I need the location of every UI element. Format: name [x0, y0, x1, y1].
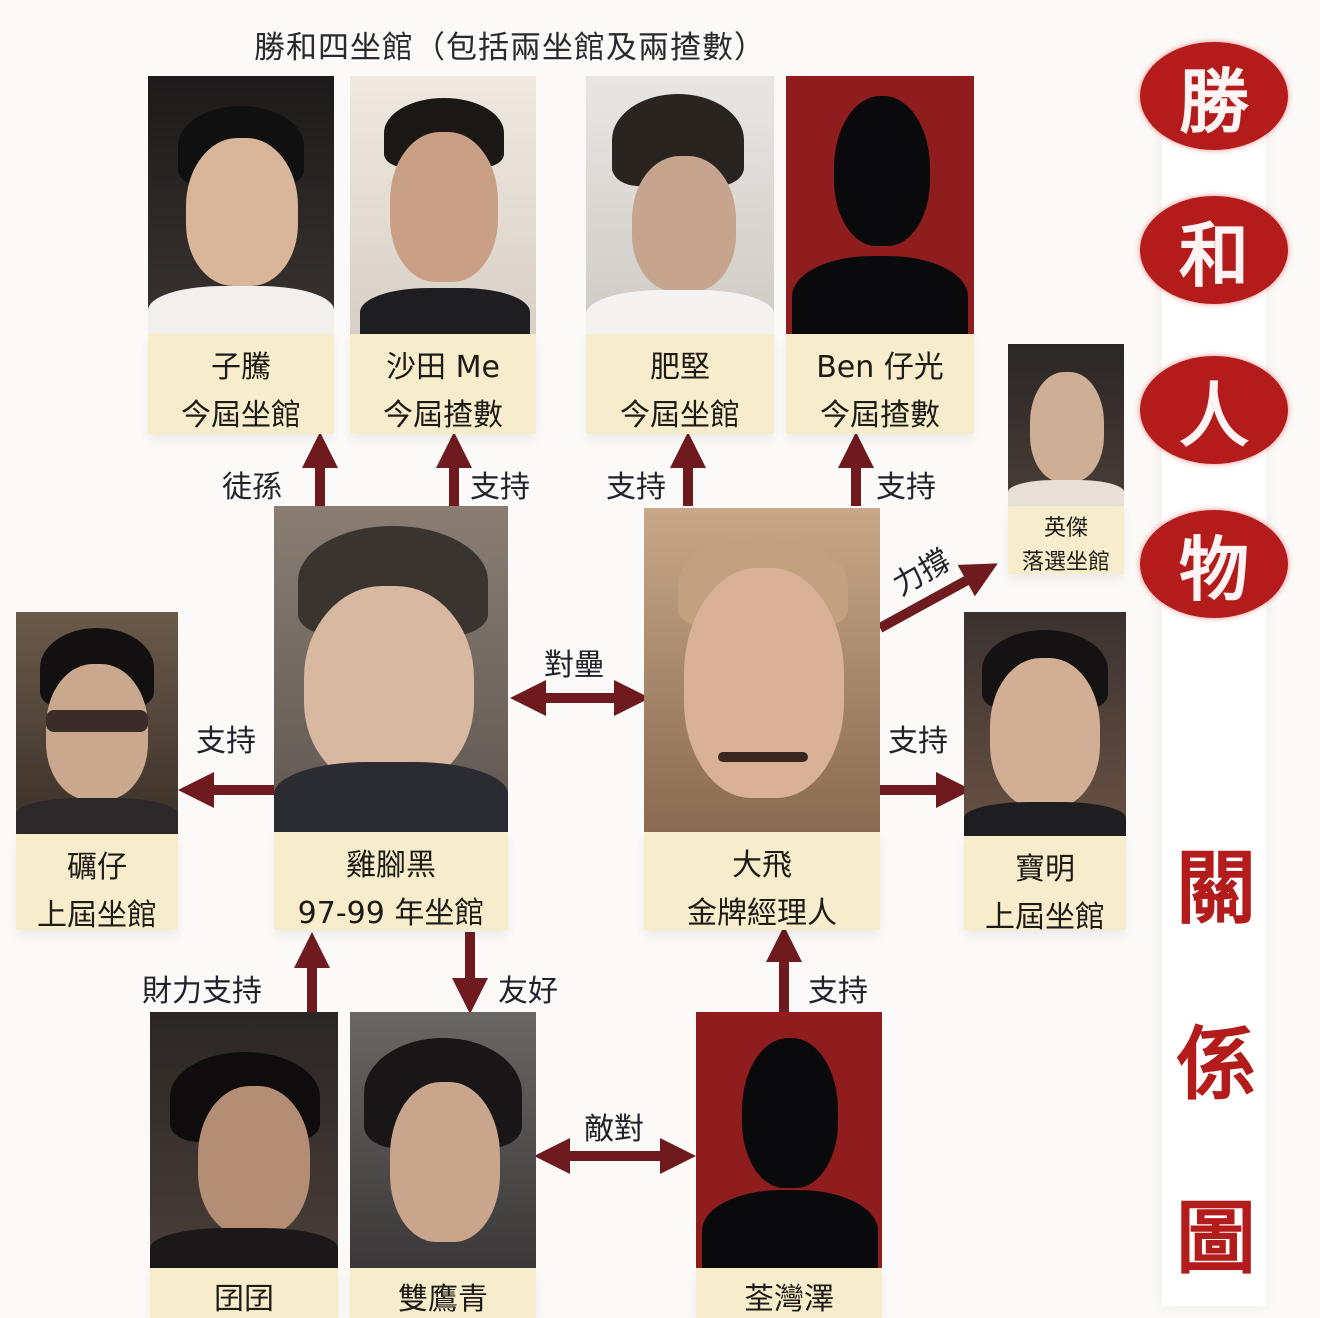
- banner-char-7: 圖: [1176, 1192, 1256, 1285]
- person-name: 子騰: [211, 350, 271, 385]
- portrait-photo: [586, 76, 774, 334]
- person-role: 落選坐館: [1021, 550, 1110, 575]
- banner-seal-4: 物: [1140, 510, 1288, 618]
- banner-seal-2: 和: [1140, 196, 1288, 304]
- relation-label-support: 支持: [888, 724, 948, 759]
- person-card-seung-ying-ching[interactable]: 雙鷹青: [350, 1012, 536, 1318]
- banner-seal-1: 勝: [1140, 42, 1288, 150]
- relation-label-support: 支持: [470, 470, 530, 505]
- portrait-photo: [350, 1012, 536, 1268]
- relation-label-hostile: 敵對: [584, 1112, 644, 1147]
- person-card-tuen-tuen[interactable]: 囝囝: [150, 1012, 338, 1318]
- person-card-tai-fei[interactable]: 大飛 金牌經理人: [644, 508, 880, 931]
- person-role: 上屆坐館: [985, 900, 1105, 935]
- relation-label-support: 支持: [808, 974, 868, 1009]
- person-card-shatin-me[interactable]: 沙田 Me 今屆揸數: [350, 76, 536, 434]
- relation-label-rivalry: 對壘: [544, 648, 604, 683]
- person-role: 97-99 年坐館: [297, 896, 485, 931]
- person-card-tsuen-wan-chak[interactable]: 荃灣澤: [696, 1012, 882, 1318]
- person-name: 肥堅: [650, 350, 710, 385]
- person-name: Ben 仔光: [816, 350, 944, 385]
- person-name: 礪仔: [67, 850, 127, 885]
- relation-label-support: 支持: [876, 470, 936, 505]
- person-role: 今屆揸數: [820, 398, 940, 433]
- person-card-ying-kit[interactable]: 英傑 落選坐館: [1008, 344, 1124, 575]
- person-role: 金牌經理人: [687, 896, 837, 931]
- person-name: 沙田 Me: [386, 350, 500, 385]
- relation-label-support: 支持: [196, 724, 256, 759]
- person-name: 雙鷹青: [398, 1282, 488, 1317]
- person-name: 大飛: [732, 848, 792, 883]
- person-name: 囝囝: [214, 1282, 274, 1317]
- person-name: 雞腳黑: [346, 848, 436, 883]
- portrait-photo: [644, 508, 880, 832]
- person-name: 寶明: [1015, 852, 1075, 887]
- mustache-icon: [718, 752, 808, 762]
- title-banner: [1162, 120, 1266, 1306]
- portrait-photo: [274, 506, 508, 832]
- banner-seal-3: 人: [1140, 356, 1288, 464]
- person-name: 荃灣澤: [744, 1282, 834, 1317]
- glasses-icon: [46, 710, 148, 732]
- relation-label-financial-support: 財力支持: [142, 974, 262, 1009]
- banner-char-5: 關: [1176, 842, 1256, 935]
- anonymous-silhouette: [786, 76, 974, 334]
- person-card-po-ming[interactable]: 寶明 上屆坐館: [964, 612, 1126, 935]
- person-role: 上屆坐館: [37, 898, 157, 933]
- person-card-zi-teng[interactable]: 子騰 今屆坐館: [148, 76, 334, 434]
- portrait-photo: [350, 76, 536, 334]
- portrait-photo: [964, 612, 1126, 836]
- person-card-kai-keuk-hak[interactable]: 雞腳黑 97-99 年坐館: [274, 506, 508, 931]
- diagram-title: 勝和四坐館（包括兩坐館及兩揸數）: [254, 30, 766, 66]
- person-role: 今屆坐館: [181, 398, 301, 433]
- portrait-photo: [16, 612, 178, 834]
- portrait-photo: [150, 1012, 338, 1268]
- portrait-photo: [1008, 344, 1124, 506]
- person-card-ben-kwong[interactable]: Ben 仔光 今屆揸數: [786, 76, 974, 434]
- person-card-ngai-zai[interactable]: 礪仔 上屆坐館: [16, 612, 178, 933]
- portrait-photo: [148, 76, 334, 334]
- person-role: 今屆揸數: [383, 398, 503, 433]
- banner-char-6: 係: [1176, 1018, 1256, 1111]
- relation-label-friendly: 友好: [498, 974, 558, 1009]
- person-role: 今屆坐館: [620, 398, 740, 433]
- anonymous-silhouette: [696, 1012, 882, 1268]
- person-card-fei-kin[interactable]: 肥堅 今屆坐館: [586, 76, 774, 434]
- person-name: 英傑: [1043, 516, 1088, 541]
- relation-label-protege: 徒孫: [222, 470, 282, 505]
- relation-label-support: 支持: [606, 470, 666, 505]
